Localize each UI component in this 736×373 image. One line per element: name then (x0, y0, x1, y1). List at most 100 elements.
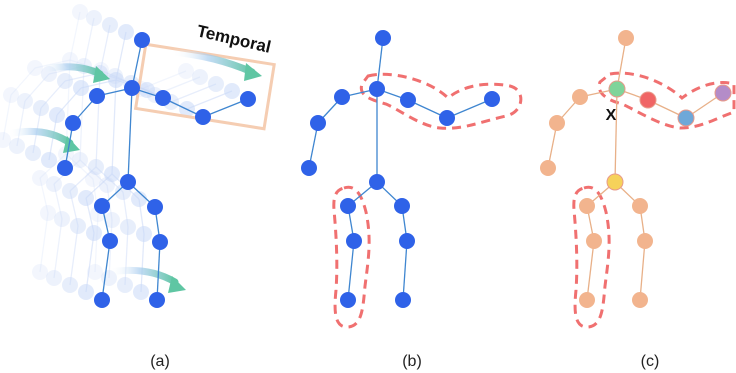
c-joint-l-ank (632, 292, 648, 308)
ghost-2-bone (99, 24, 111, 74)
a-joint-l-knee (152, 234, 168, 250)
a-joint-r-wri (57, 160, 73, 176)
ghost-4-joint-r-knee (40, 205, 56, 221)
ghost-4-bone (10, 67, 36, 96)
ghost-2-joint-r-elb (33, 100, 49, 116)
ghost-2-joint-l-wri (208, 76, 224, 92)
arrow-head-left-upper (93, 66, 110, 83)
a-bone (127, 87, 133, 183)
ghost-2-joint-pelvis (88, 159, 104, 175)
ghost-3-joint-l-wri (192, 69, 208, 85)
c-joint-r-sho (572, 89, 588, 105)
b-joint-l-ank (395, 292, 411, 308)
ghost-1-joint-r-knee (86, 225, 102, 241)
ghost-3-bone (106, 184, 113, 221)
caption-c: (c) (641, 353, 660, 370)
ghost-1-bone (140, 233, 145, 293)
ghost-3-bone (24, 73, 50, 102)
ghost-2-bone (170, 83, 217, 103)
ghost-2-bone (69, 166, 97, 192)
ghost-2-bone (122, 191, 129, 228)
ghost-3-joint-head (86, 10, 102, 26)
b-joint-l-elb (439, 110, 455, 126)
ghost-1-bone (85, 232, 95, 293)
ghost-1-joint-r-sho (73, 80, 89, 96)
arm-dashed-loop-b (359, 72, 523, 130)
panel-c: X (c) (540, 30, 736, 370)
ghost-1-joint-r-wri (41, 152, 57, 168)
ghost-1-bone (111, 79, 117, 175)
a-joint-r-ank (94, 292, 110, 308)
c-bone (616, 37, 627, 90)
ghost-3-bone (53, 218, 63, 279)
b-joint-r-wri (301, 160, 317, 176)
ghost-1-joint-neck (108, 72, 124, 88)
ghost-1-joint-l-hip (131, 191, 147, 207)
ghost-3-bone (79, 159, 108, 186)
ghost-3-joint-r-ank (46, 270, 62, 286)
ghost-2-joint-head (102, 17, 118, 33)
ghost-4-bone (69, 11, 81, 61)
a-bone (131, 39, 143, 89)
a-joint-r-knee (102, 233, 118, 249)
b-joint-l-wri (484, 91, 500, 107)
a-bone (156, 241, 161, 301)
a-joint-r-hip (94, 198, 110, 214)
ghost-3-bone (16, 100, 26, 147)
ghost-1-joint-r-hip (78, 190, 94, 206)
c-joint-l-wri (714, 84, 732, 102)
ghost-1-bone (186, 90, 233, 110)
b-bone (347, 240, 355, 301)
ghost-2-bone (124, 226, 129, 286)
ghost-4-bone (39, 212, 49, 273)
ghost-3-joint-r-elb (17, 93, 33, 109)
a-joint-l-hip (147, 199, 163, 215)
a-joint-neck (124, 80, 140, 96)
ghost-1-joint-l-ank (133, 284, 149, 300)
b-joint-l-hip (394, 198, 410, 214)
ghost-frames (0, 4, 240, 300)
leg-dashed-loop-c (572, 185, 611, 329)
a-joint-l-sho (155, 90, 171, 106)
ghost-4-joint-l-wri (178, 63, 194, 79)
b-joint-l-sho (400, 92, 416, 108)
b-joint-r-knee (346, 233, 362, 249)
b-joint-pelvis (369, 174, 385, 190)
ghost-4-bone (65, 153, 94, 180)
ghost-4-joint-l-ank (87, 264, 103, 280)
motion-arrow-bottom (106, 266, 179, 286)
ghost-4-joint-head (72, 4, 88, 20)
skeleton-a (57, 32, 256, 308)
a-joint-l-wri (240, 91, 256, 107)
c-joint-r-elb (549, 115, 565, 131)
c-joint-l-elb (677, 109, 695, 127)
leg-dashed-loop-b (332, 185, 371, 329)
a-joint-r-sho (89, 88, 105, 104)
ghost-1-joint-l-knee (136, 226, 152, 242)
ghost-3-bone (83, 17, 95, 67)
ghost-3-joint-r-hip (46, 176, 62, 192)
ghost-4-joint-r-ank (32, 264, 48, 280)
a-joint-head (134, 32, 150, 48)
ghost-4-joint-r-elb (3, 87, 19, 103)
c-joint-r-hip (579, 198, 595, 214)
ghost-3-bone (108, 219, 113, 279)
ghost-1-bone (115, 31, 127, 81)
b-bone (446, 98, 493, 119)
ghost-3-joint-pelvis (72, 152, 88, 168)
b-bone (376, 37, 384, 90)
ghost-2-joint-l-ank (117, 277, 133, 293)
c-joint-r-knee (586, 233, 602, 249)
a-joint-r-elb (65, 115, 81, 131)
a-bone (202, 98, 249, 118)
arrow-head-bottom (168, 276, 186, 293)
ghost-1-joint-r-elb (49, 107, 65, 123)
ghost-2-joint-r-sho (57, 73, 73, 89)
ghost-1-joint-r-ank (78, 284, 94, 300)
ghost-2-joint-l-knee (120, 219, 136, 235)
ghost-3-joint-l-hip (99, 177, 115, 193)
c-joint-head (618, 30, 634, 46)
ghost-4-bone (2, 94, 12, 141)
ghost-4-joint-l-hip (85, 171, 101, 187)
